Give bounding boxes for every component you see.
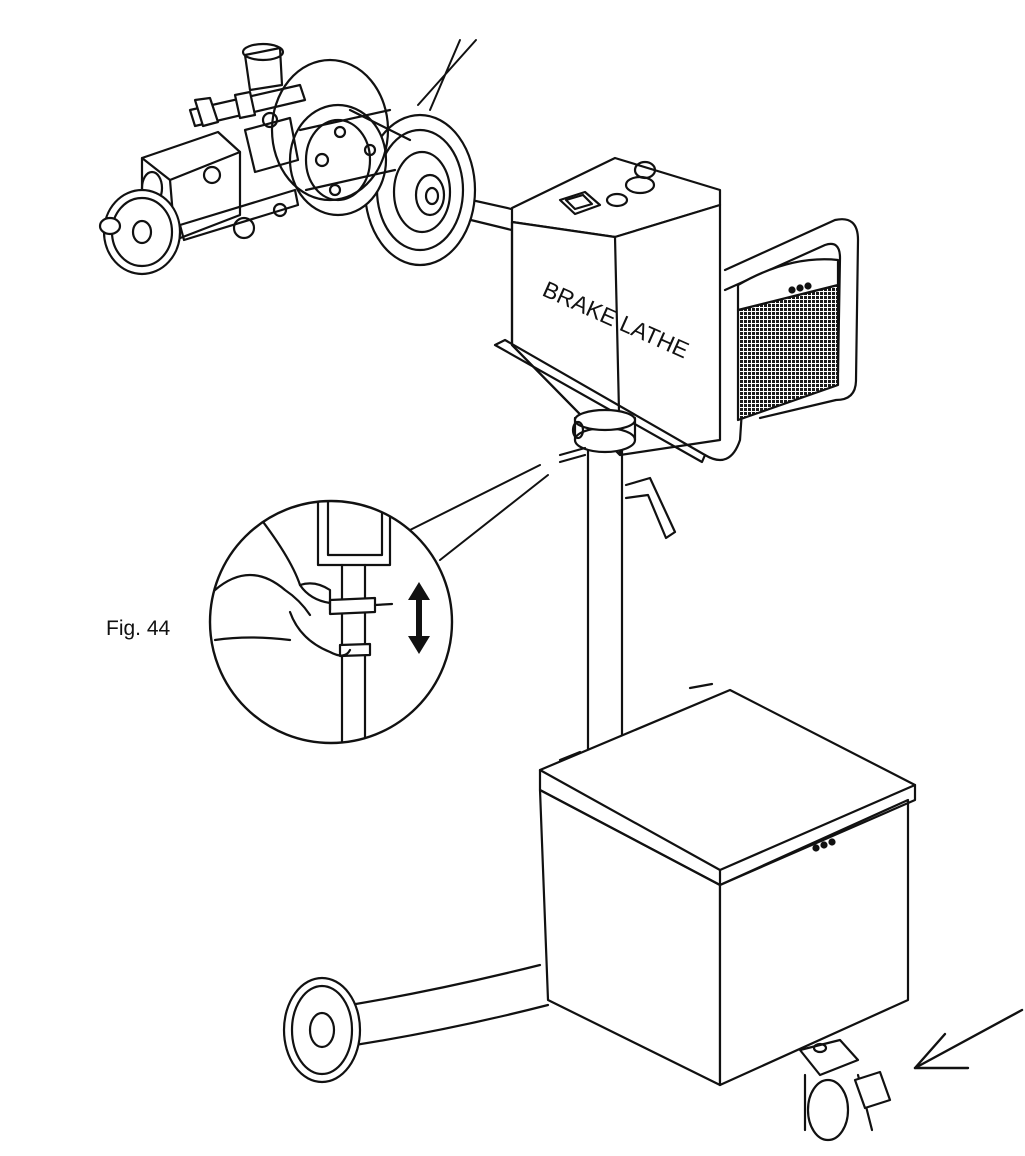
stand-column: [558, 408, 677, 754]
arrow-icon: [913, 1008, 1024, 1070]
detail-inset: [208, 499, 454, 745]
cutting-head: [98, 42, 307, 276]
rotor-assembly: [270, 58, 527, 267]
base-cabinet: [538, 682, 917, 1087]
lathe-housing: [493, 156, 860, 464]
figure-caption: Fig. 44: [106, 617, 171, 640]
double-arrow-icon: [408, 582, 430, 654]
base-frame: [282, 963, 892, 1142]
